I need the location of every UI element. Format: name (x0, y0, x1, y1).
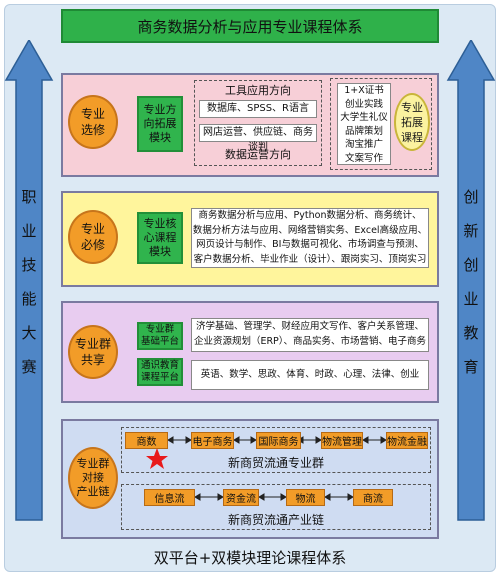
right_arrow-char: 育 (463, 358, 479, 376)
extension-oval: 专业拓展课程 (394, 93, 430, 151)
right_arrow-char: 创 (463, 188, 479, 206)
left_arrow-char: 大 (21, 324, 37, 342)
star-icon (146, 448, 168, 469)
elective-module-box: 专业方向拓展模块 (137, 96, 183, 152)
industry-oval: 专业群对接产业链 (68, 447, 118, 509)
cert-list-box: 1+X证书创业实践大学生礼仪 品牌策划淘宝推广文案写作 (337, 83, 391, 165)
left_arrow-char: 技 (21, 256, 37, 274)
major-intl-business: 国际商务 (256, 432, 301, 449)
left-arrow-shape (4, 40, 54, 521)
right_arrow-char: 业 (463, 290, 479, 308)
left_arrow-char: 赛 (21, 358, 37, 376)
right_arrow-char: 教 (463, 324, 479, 342)
major-logistics-finance: 物流金融 (386, 432, 428, 449)
majors-dashed-box (121, 427, 431, 473)
flow-capital: 资金流 (223, 489, 259, 506)
flow-information: 信息流 (144, 489, 195, 506)
direction-dashed-box (194, 80, 322, 166)
right_arrow-char: 创 (463, 256, 479, 274)
major-logistics: 物流管理 (321, 432, 363, 449)
flow-logistics: 物流 (286, 489, 325, 506)
group-base-course-list: 济学基础、管理学、财经应用文写作、客户关系管理、企业资源规划（ERP）、商品实务… (191, 318, 429, 352)
right_arrow-char: 新 (463, 222, 479, 240)
general-edu-course-list: 英语、数学、思政、体育、时政、心理、法律、创业 (191, 360, 429, 390)
ops-direction-title: 数据运营方向 (225, 148, 291, 161)
required-course-list: 商务数据分析与应用、Python数据分析、商务统计、数据分析方法与应用、网络营销… (191, 208, 429, 268)
required-oval: 专业必修 (68, 210, 118, 264)
left-arrow-label: 职业技能大赛 (16, 180, 42, 384)
major-ecommerce: 电子商务 (191, 432, 234, 449)
group-oval: 专业群共享 (68, 325, 118, 379)
tool-items-box: 数据库、SPSS、R语言 (199, 100, 317, 118)
side-arrows (4, 40, 496, 521)
flow-commerce: 商流 (353, 489, 393, 506)
diagram-footer: 双平台+双模块理论课程体系 (153, 549, 347, 567)
right-arrow-label: 创新创业教育 (458, 180, 484, 384)
general-edu-platform-box: 通识教育课程平台 (137, 358, 183, 386)
tool-direction-title: 工具应用方向 (225, 84, 291, 97)
required-module-box: 专业核心课程模块 (137, 212, 183, 264)
majors-title: 新商贸流通专业群 (227, 456, 324, 470)
flows-title: 新商贸流通产业链 (227, 513, 324, 527)
diagram-title: 商务数据分析与应用专业课程体系 (61, 9, 439, 43)
industry-panel (61, 419, 439, 539)
left_arrow-char: 职 (21, 188, 37, 206)
left_arrow-char: 业 (21, 222, 37, 240)
elective-oval: 专业选修 (68, 95, 118, 149)
left_arrow-char: 能 (21, 290, 37, 308)
group-base-platform-box: 专业群基础平台 (137, 322, 183, 350)
flows-dashed-box (121, 484, 431, 530)
extension-dashed-box (330, 78, 432, 170)
major-shangshu: 商数 (125, 432, 168, 449)
right-arrow-shape (446, 40, 496, 521)
ops-items-box: 网店运营、供应链、商务谈判 (199, 124, 317, 153)
